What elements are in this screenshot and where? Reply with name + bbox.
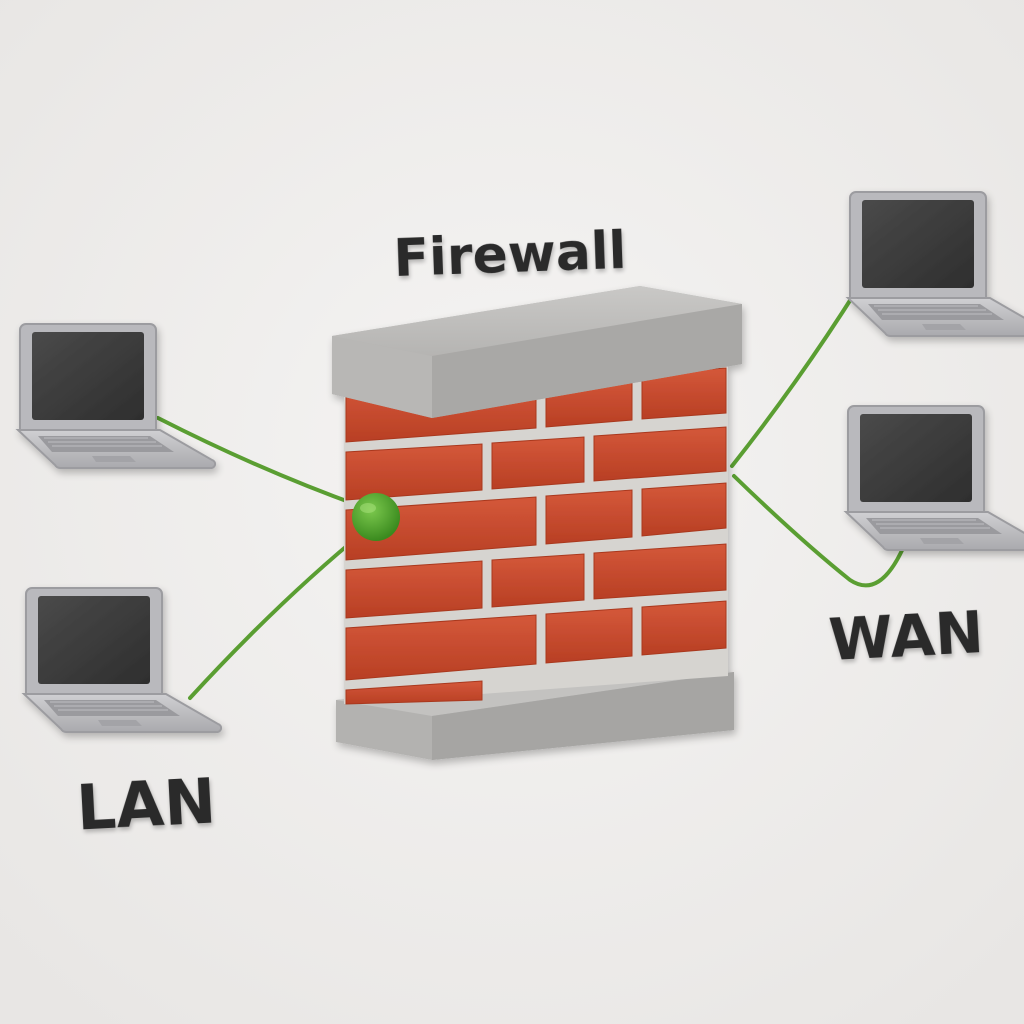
wan-cable-bottom <box>732 474 906 588</box>
firewall-title: Firewall <box>393 221 628 289</box>
lan-cable-top <box>156 416 362 508</box>
wan-cable-top <box>730 286 860 468</box>
connection-node <box>352 493 400 541</box>
lan-label: LAN <box>75 764 218 844</box>
cables <box>156 286 906 700</box>
wan-label: WAN <box>827 598 985 674</box>
